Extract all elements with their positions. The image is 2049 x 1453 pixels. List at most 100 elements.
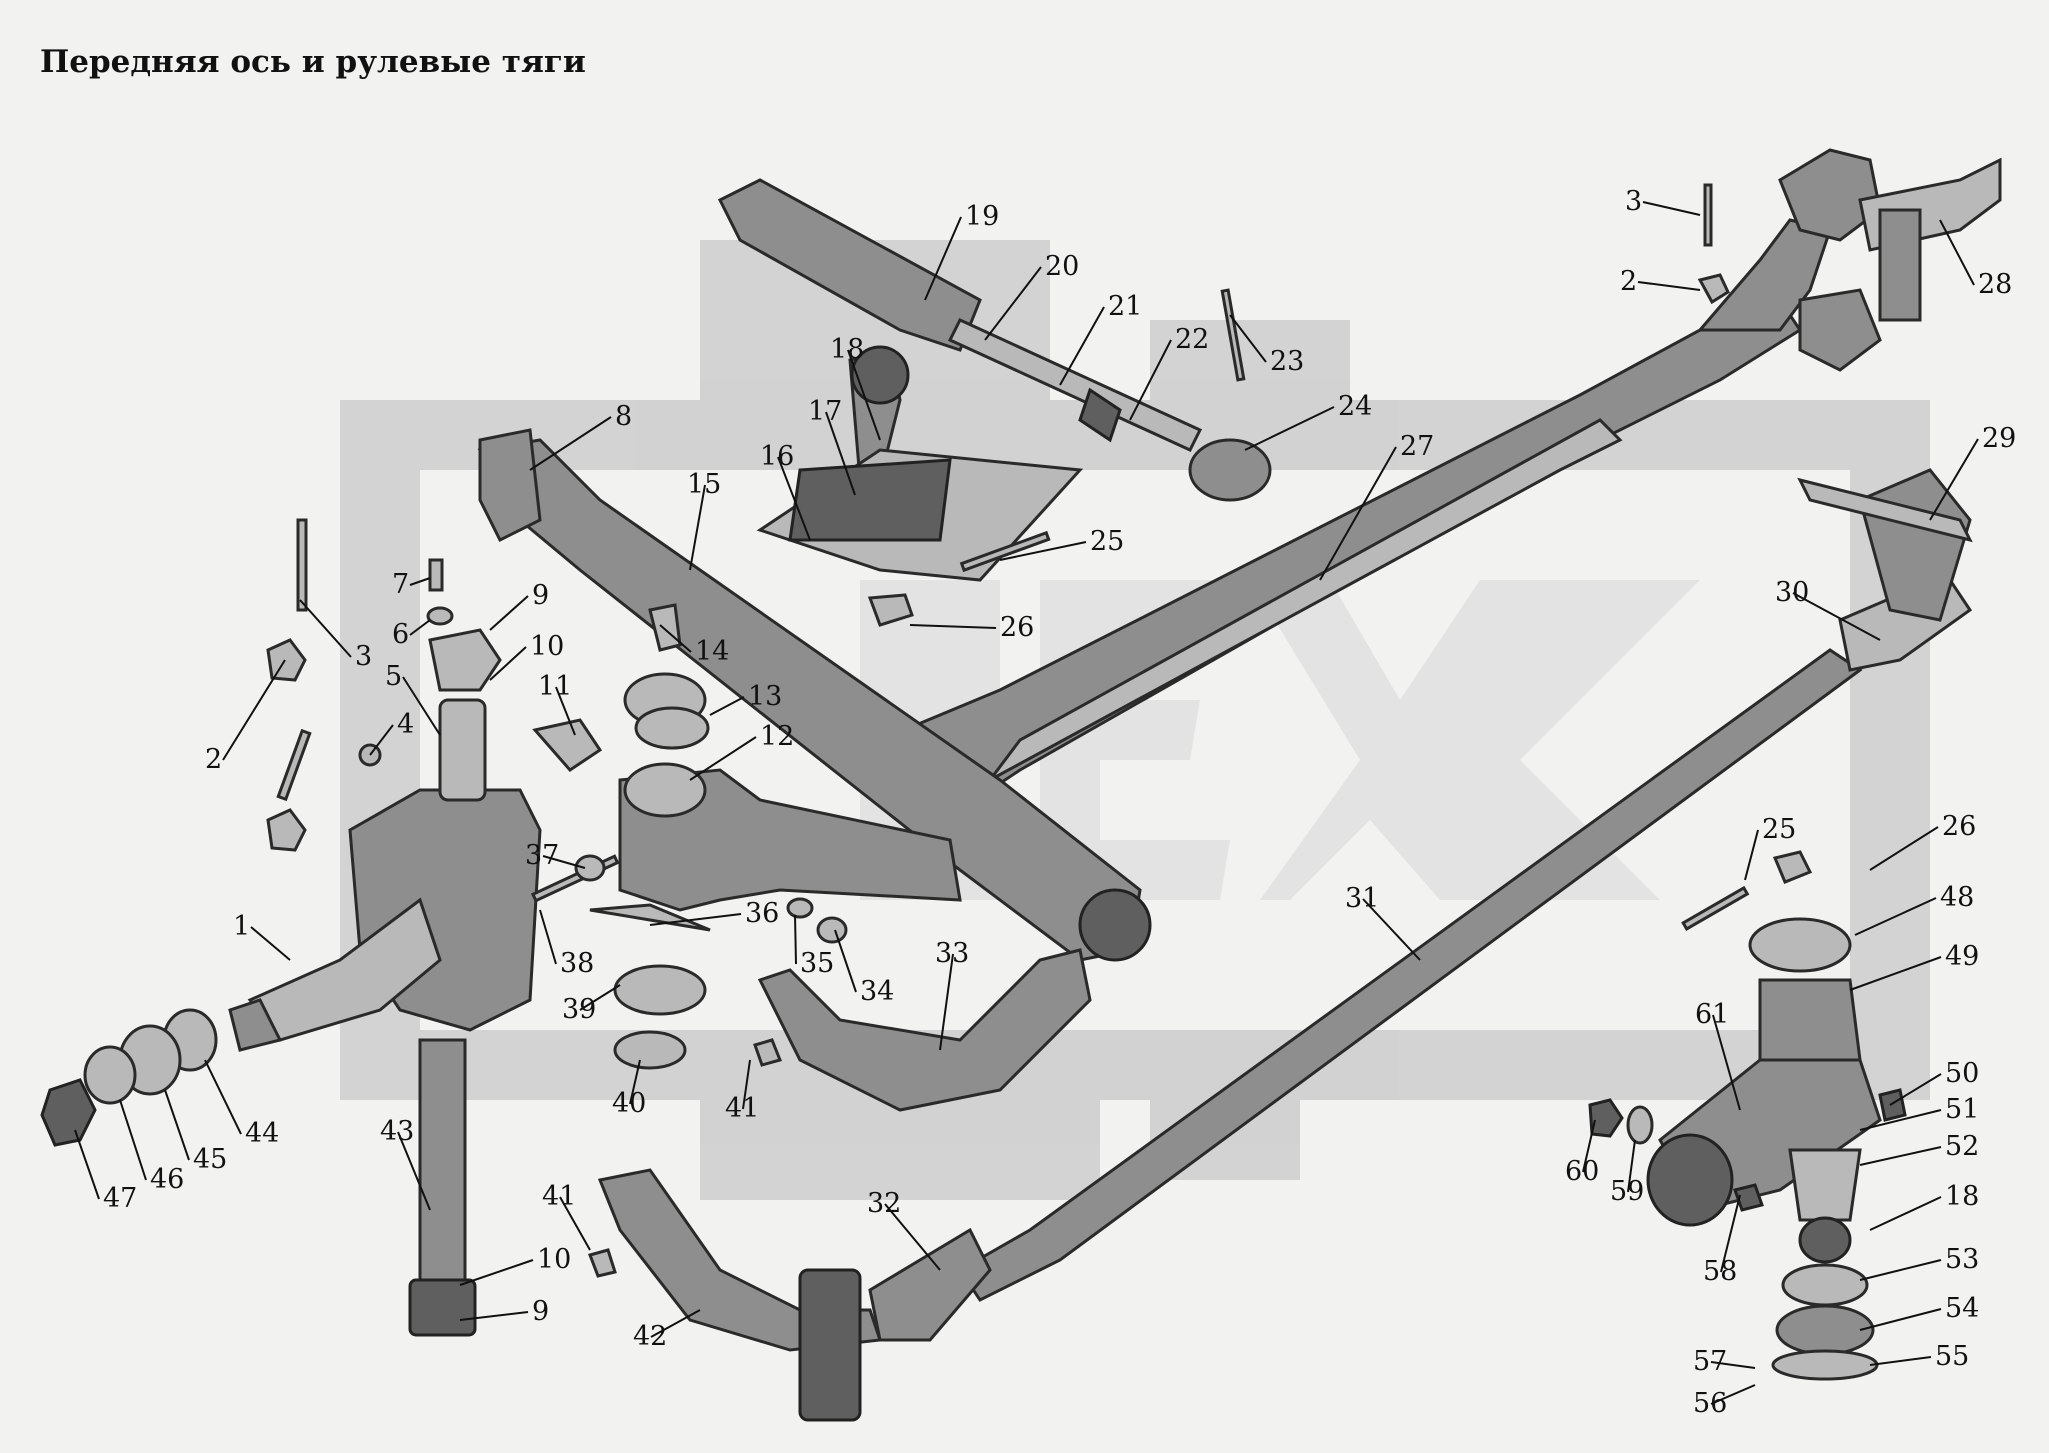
leader-line-c3a — [299, 599, 352, 658]
leader-line-c51 — [1859, 1109, 1942, 1131]
leader-line-c56 — [1710, 1384, 1756, 1405]
callout-c10a: 10 — [530, 631, 564, 662]
callout-c50: 50 — [1945, 1058, 1979, 1089]
leader-line-c31 — [1362, 898, 1421, 961]
leader-line-c3b — [1642, 201, 1701, 216]
leader-line-c20 — [984, 266, 1042, 341]
callout-c47: 47 — [103, 1183, 137, 1214]
callout-c29: 29 — [1982, 423, 2016, 454]
leader-line-c18b — [1869, 1196, 1942, 1231]
callout-c51: 51 — [1945, 1094, 1979, 1125]
leader-line-c16 — [777, 456, 811, 541]
axle-beam — [878, 218, 1832, 812]
leader-line-c46 — [119, 1099, 147, 1181]
leader-line-c27 — [1319, 446, 1397, 581]
leader-line-c58 — [1720, 1194, 1741, 1273]
callout-c18a: 18 — [830, 334, 864, 365]
callout-c3b: 3 — [1625, 186, 1642, 217]
small-parts — [266, 183, 1813, 1278]
callout-c3a: 3 — [355, 641, 372, 672]
leader-line-c38 — [539, 909, 557, 965]
leader-line-c7 — [409, 577, 431, 586]
leader-line-c60 — [1582, 1119, 1596, 1173]
callout-c7: 7 — [392, 569, 409, 600]
callout-c28: 28 — [1978, 269, 2012, 300]
leader-line-c2b — [1637, 281, 1701, 291]
callout-c56: 56 — [1693, 1388, 1727, 1419]
callout-c52: 52 — [1945, 1131, 1979, 1162]
callout-c60: 60 — [1565, 1156, 1599, 1187]
leader-line-c14 — [659, 624, 692, 653]
callout-c15: 15 — [687, 469, 721, 500]
callout-c54: 54 — [1945, 1293, 1979, 1324]
leader-line-c11 — [555, 686, 576, 736]
leader-line-c55 — [1869, 1356, 1932, 1366]
leader-line-c37 — [542, 855, 586, 869]
leader-line-c25a — [999, 541, 1087, 561]
leader-line-c9b — [459, 1311, 529, 1321]
leader-line-c42 — [650, 1309, 701, 1338]
callout-labels: 1223345678991010111213141516171818192021… — [103, 186, 2016, 1419]
callout-c34: 34 — [860, 976, 894, 1007]
leader-line-c28 — [1939, 219, 1975, 286]
drag-link — [717, 178, 1272, 502]
leader-line-c30 — [1792, 592, 1881, 641]
callout-c25a: 25 — [1090, 526, 1124, 557]
callout-c58: 58 — [1703, 1256, 1737, 1287]
callout-c25b: 25 — [1762, 814, 1796, 845]
leader-line-c32 — [884, 1203, 941, 1271]
callout-c53: 53 — [1945, 1244, 1979, 1275]
callout-c2a: 2 — [205, 744, 222, 775]
callout-c31: 31 — [1345, 883, 1379, 914]
callout-c32: 32 — [867, 1188, 901, 1219]
leader-line-c33 — [939, 953, 954, 1051]
leader-line-c53 — [1859, 1259, 1942, 1281]
callout-c59: 59 — [1610, 1176, 1644, 1207]
leader-line-c49 — [1849, 956, 1942, 991]
leader-line-c8 — [529, 416, 612, 471]
callout-c30: 30 — [1775, 577, 1809, 608]
callout-c27: 27 — [1400, 431, 1434, 462]
callout-c45: 45 — [193, 1144, 227, 1175]
left-knuckle — [228, 698, 542, 1052]
leader-line-c26a — [909, 624, 997, 629]
callout-c8: 8 — [615, 401, 632, 432]
leader-line-c50 — [1889, 1073, 1942, 1106]
callout-c18b: 18 — [1945, 1181, 1979, 1212]
leader-line-c44 — [204, 1059, 242, 1135]
callout-c22: 22 — [1175, 324, 1209, 355]
tie-rod-end-arms — [597, 1168, 992, 1422]
leader-line-c61 — [1712, 1014, 1741, 1111]
leader-line-c21 — [1059, 306, 1105, 386]
callout-c13: 13 — [748, 681, 782, 712]
leader-line-c29 — [1929, 438, 1979, 521]
leader-line-c57 — [1710, 1361, 1756, 1369]
king-pin — [408, 1038, 477, 1337]
callout-c43: 43 — [380, 1116, 414, 1147]
callout-c14: 14 — [695, 636, 729, 667]
callout-c20: 20 — [1045, 251, 1079, 282]
callout-c1: 1 — [233, 911, 250, 942]
leader-line-c5 — [402, 676, 441, 736]
leader-line-c9a — [489, 595, 529, 631]
leader-line-c15 — [689, 484, 706, 571]
callout-c61: 61 — [1695, 999, 1729, 1030]
callout-c9b: 9 — [532, 1296, 549, 1327]
steering-arm — [477, 428, 1152, 962]
callout-c42: 42 — [633, 1321, 667, 1352]
callout-c23: 23 — [1270, 346, 1304, 377]
callout-c26a: 26 — [1000, 612, 1034, 643]
callout-c4: 4 — [397, 709, 414, 740]
leader-line-c10a — [489, 646, 527, 681]
callout-c57: 57 — [1693, 1346, 1727, 1377]
leader-line-c45 — [164, 1089, 190, 1161]
leader-line-c26b — [1869, 826, 1939, 871]
leader-line-c52 — [1859, 1146, 1942, 1166]
callout-c26b: 26 — [1942, 811, 1976, 842]
callout-c6: 6 — [392, 619, 409, 650]
callout-c39: 39 — [562, 994, 596, 1025]
callout-c17: 17 — [808, 396, 842, 427]
leader-line-c12 — [689, 736, 757, 781]
leader-line-c36 — [649, 913, 742, 926]
